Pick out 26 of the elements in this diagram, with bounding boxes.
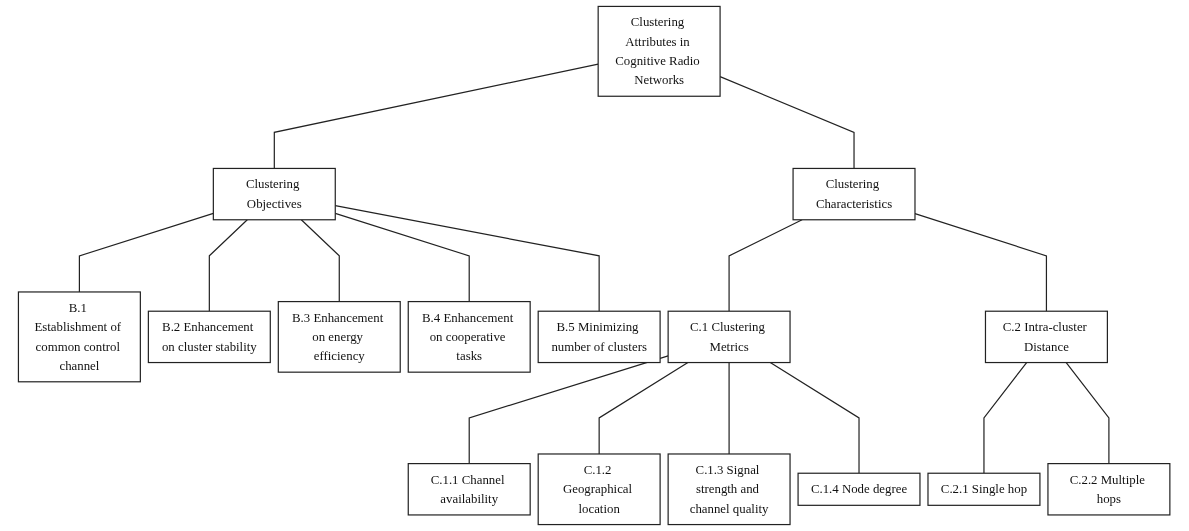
- node-box: B.1 Establishment of common control channel: [18, 291, 142, 383]
- node-box: C.1.3 Signal strength and channel quality: [667, 453, 791, 526]
- connector: [983, 361, 1028, 474]
- node-box: B.3 Enhancement on energy efficiency: [278, 301, 402, 373]
- node-box: C.2.2 Multiple hops: [1047, 463, 1171, 516]
- node-box: B.4 Enhancement on cooperative tasks: [408, 301, 532, 373]
- node-box: C.1.2 Geographical location: [537, 453, 662, 526]
- node-box: Clustering Characteristics: [792, 167, 916, 221]
- node-box: Clustering Attributes in Cognitive Radio Networks: [597, 5, 721, 97]
- node-box: C.1 Clustering Metrics: [667, 310, 791, 364]
- node-box: B.5 Minimizing number of clusters: [537, 310, 662, 364]
- node-box: B.2 Enhancement on cluster stability: [148, 310, 272, 364]
- connector: [598, 361, 689, 455]
- connector: [728, 219, 804, 312]
- connector: [209, 219, 249, 312]
- node-box: C.2.1 Single hop: [927, 472, 1041, 506]
- node-box: C.1.1 Channel availability: [408, 463, 532, 516]
- node-box: C.1.4 Node degree: [797, 472, 921, 506]
- node-box: Clustering Objectives: [213, 167, 337, 221]
- connector: [335, 205, 601, 312]
- connector: [301, 219, 341, 303]
- node-box: C.2 Intra-cluster Distance: [985, 310, 1109, 364]
- connector: [335, 212, 471, 303]
- connector: [1065, 361, 1110, 465]
- connector: [770, 361, 860, 474]
- connector: [728, 361, 731, 455]
